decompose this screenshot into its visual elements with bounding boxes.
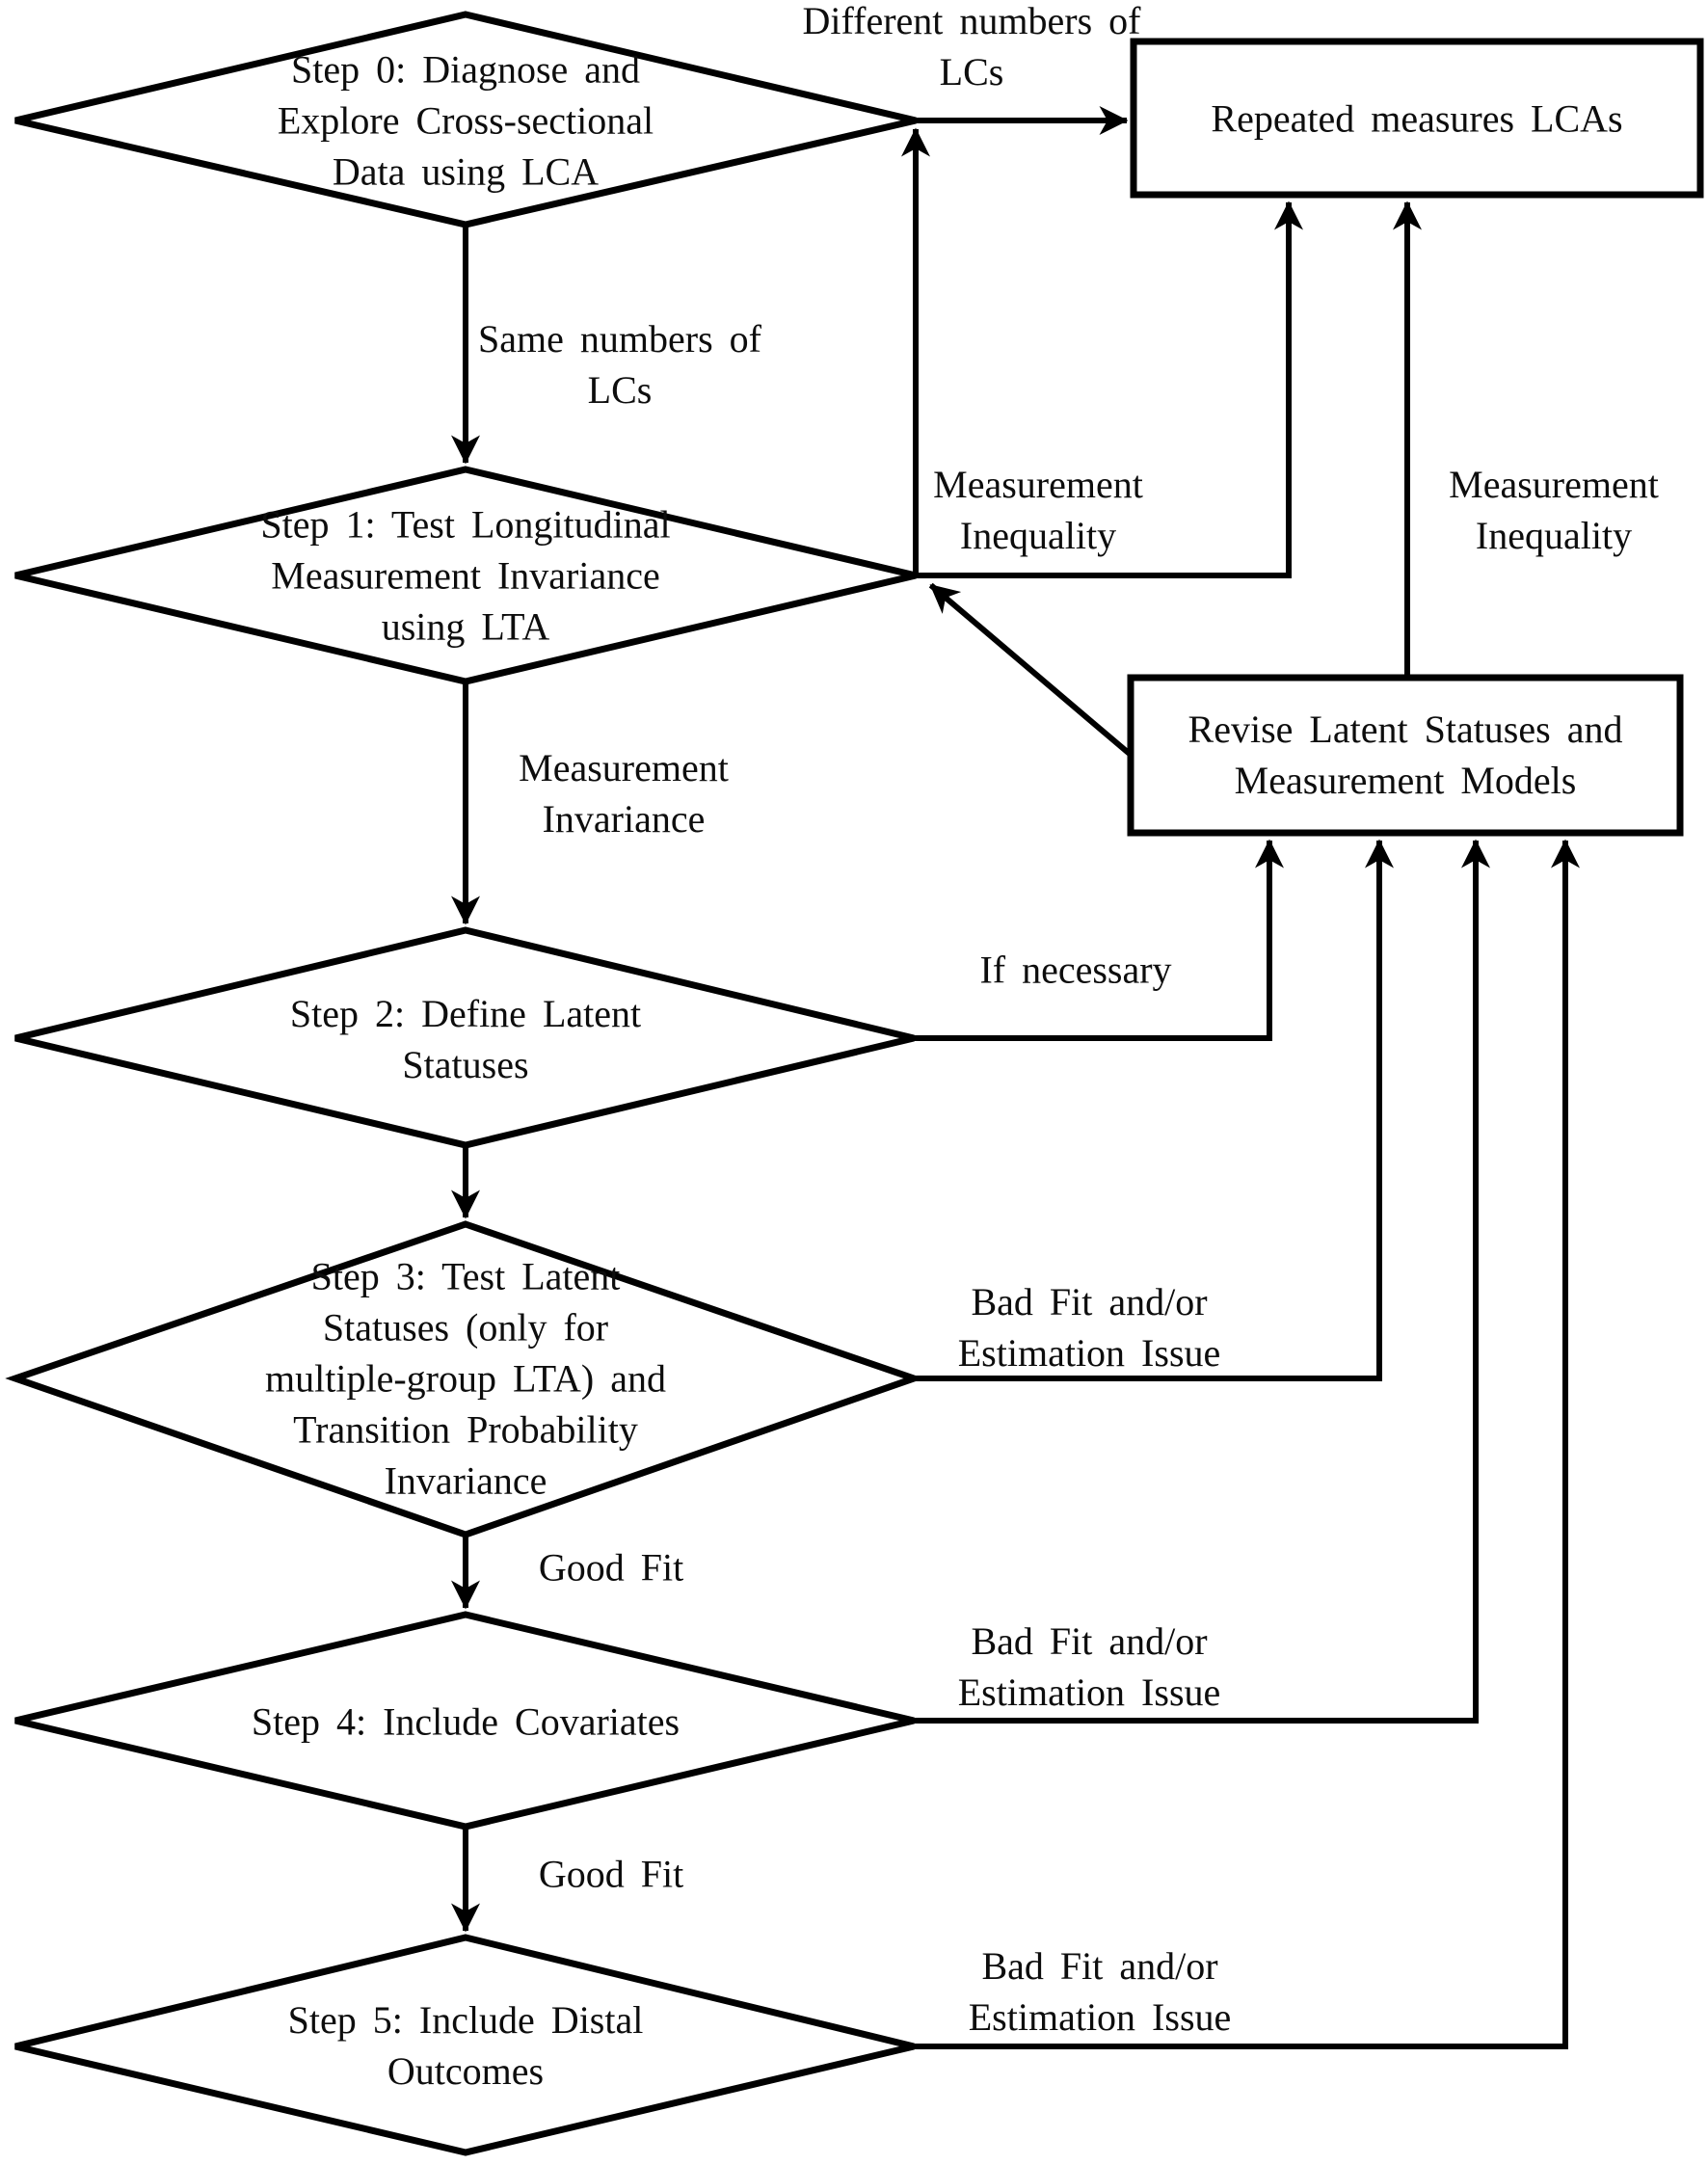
edge-label-if-necessary: If necessary [979, 948, 1172, 992]
edge-label-different-numbers: Different numbers of LCs [802, 0, 1141, 94]
edge-revise-to-step1 [928, 582, 1135, 760]
node-revise-label: Revise Latent Statuses and Measurement M… [1188, 708, 1623, 802]
edge-label-measurement-inequality-left: Measurement Inequality [933, 463, 1143, 557]
edge-label-bad-fit-step3: Bad Fit and/or Estimation Issue [957, 1280, 1221, 1375]
node-step5-label: Step 5: Include Distal Outcomes [287, 1998, 644, 2093]
node-step4-label: Step 4: Include Covariates [251, 1699, 681, 1744]
node-step3-label: Step 3: Test Latent Statuses (only for m… [265, 1254, 666, 1503]
edge-step3-to-revise [911, 839, 1394, 1381]
node-step5-shape [14, 1934, 915, 2156]
node-repeated-lcas-label: Repeated measures LCAs [1211, 96, 1623, 141]
edge-label-same-numbers: Same numbers of LCs [478, 317, 761, 412]
edge-step5-to-revise [911, 839, 1580, 2049]
node-revise-shape [1127, 674, 1684, 837]
node-step3-shape [5, 1220, 924, 1538]
node-step1-label: Step 1: Test Longitudinal Measurement In… [260, 502, 671, 649]
edge-label-measurement-inequality-right: Measurement Inequality [1449, 463, 1659, 557]
node-repeated-lcas-shape [1130, 38, 1704, 199]
edge-step1-to-repeated-lcas [913, 200, 1303, 578]
edge-label-bad-fit-step5: Bad Fit and/or Estimation Issue [968, 1944, 1232, 2039]
edge-label-good-fit-step4: Good Fit [538, 1852, 684, 1896]
node-step2-label: Step 2: Define Latent Statuses [289, 992, 642, 1086]
edge-label-good-fit-step3: Good Fit [538, 1545, 684, 1590]
node-step4-shape [14, 1611, 915, 1831]
node-step0-label: Step 0: Diagnose and Explore Cross-secti… [277, 47, 654, 194]
node-step1-shape [14, 466, 917, 685]
edge-label-measurement-invariance: Measurement Invariance [519, 746, 729, 841]
edge-step4-to-revise [911, 839, 1490, 1724]
edge-step2-to-revise [911, 839, 1284, 1041]
edge-label-bad-fit-step4: Bad Fit and/or Estimation Issue [957, 1619, 1221, 1714]
node-step2-shape [14, 926, 915, 1149]
node-step0-shape [14, 11, 917, 228]
